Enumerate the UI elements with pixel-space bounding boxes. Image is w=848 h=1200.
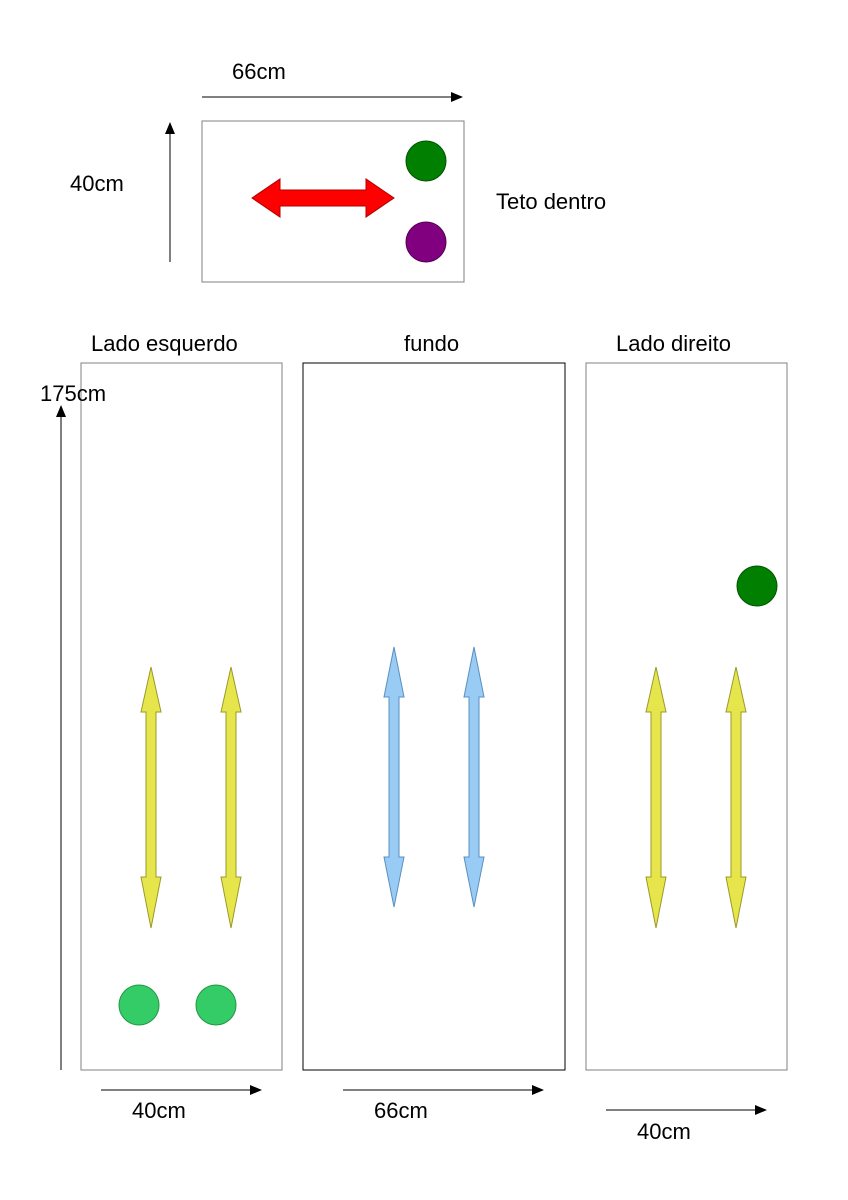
teto-height-label: 40cm bbox=[70, 171, 124, 196]
lado-direito-group: Lado direito 40cm bbox=[585, 331, 788, 1144]
lado-esquerdo-width-label: 40cm bbox=[132, 1098, 186, 1123]
lado-direito-title: Lado direito bbox=[616, 331, 731, 356]
blue-double-arrow-vertical bbox=[463, 646, 485, 908]
yellow-double-arrow-vertical bbox=[220, 666, 242, 929]
red-double-arrow-horizontal bbox=[251, 178, 395, 218]
teto-width-label: 66cm bbox=[232, 59, 286, 84]
lado-esquerdo-panel bbox=[80, 362, 283, 1071]
light-green-dot bbox=[118, 984, 160, 1026]
dark-green-dot bbox=[405, 140, 447, 182]
lado-direito-width-label: 40cm bbox=[637, 1119, 691, 1144]
dark-green-dot bbox=[736, 565, 778, 607]
yellow-double-arrow-vertical bbox=[645, 666, 667, 929]
lado-esquerdo-group: Lado esquerdo 175cm 40cm bbox=[40, 331, 283, 1123]
blue-double-arrow-vertical bbox=[383, 646, 405, 908]
fundo-panel bbox=[302, 362, 566, 1071]
fundo-width-label: 66cm bbox=[374, 1098, 428, 1123]
teto-title: Teto dentro bbox=[496, 189, 606, 214]
light-green-dot bbox=[195, 984, 237, 1026]
yellow-double-arrow-vertical bbox=[140, 666, 162, 929]
lado-direito-panel bbox=[585, 362, 788, 1071]
teto-panel-group: 66cm 40cm Teto dentro bbox=[70, 59, 606, 283]
lado-esquerdo-title: Lado esquerdo bbox=[91, 331, 238, 356]
lado-esquerdo-height-label: 175cm bbox=[40, 381, 106, 406]
yellow-double-arrow-vertical bbox=[725, 666, 747, 929]
purple-dot bbox=[405, 221, 447, 263]
fundo-group: fundo 66cm bbox=[302, 331, 566, 1123]
fundo-title: fundo bbox=[404, 331, 459, 356]
